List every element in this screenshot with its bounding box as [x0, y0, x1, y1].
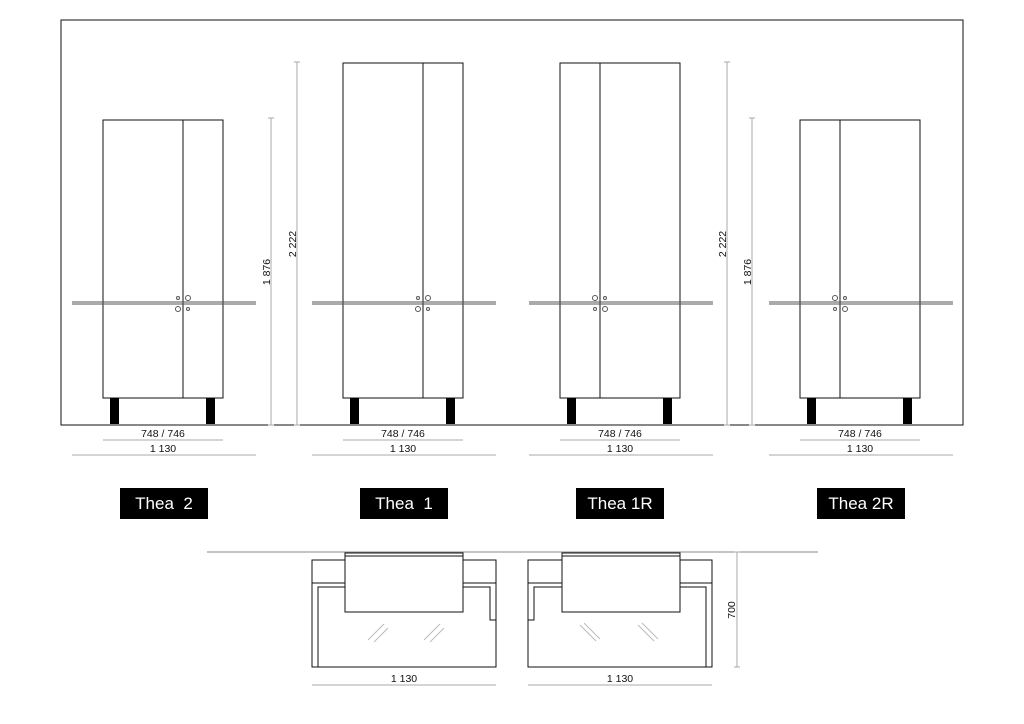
width-dimension-label: 748 / 746 [141, 428, 185, 440]
cabinet-name-label-thea-2: Thea 2 [120, 488, 208, 519]
overall-width-label: 1 130 [150, 443, 176, 455]
cabinet-thea-1r-elevation: 2 222 748 / 746 1 130 [529, 61, 730, 456]
cabinet-leg [663, 398, 672, 424]
height-dimension-label: 2 222 [287, 231, 299, 257]
plan-width-label: 1 130 [391, 673, 417, 685]
cabinet-leg [567, 398, 576, 424]
cabinet-leg [206, 398, 215, 424]
cabinet-name-label-thea-1: Thea 1 [360, 488, 448, 519]
cabinet-thea-2-elevation: 1 876 748 / 746 1 130 [72, 117, 274, 456]
cabinet-leg [350, 398, 359, 424]
plan-depth-label: 700 [726, 601, 738, 619]
cabinet-leg [110, 398, 119, 424]
cabinet-leg [446, 398, 455, 424]
plan-width-label: 1 130 [607, 673, 633, 685]
height-dimension-label: 1 876 [261, 259, 273, 285]
overall-width-label: 1 130 [847, 443, 873, 455]
cabinet-name-label-thea-1r: Thea 1R [576, 488, 664, 519]
plan-view-right: 1 130 [527, 552, 713, 686]
height-dimension-label: 1 876 [742, 259, 754, 285]
width-dimension-label: 748 / 746 [838, 428, 882, 440]
cabinet-name-label-thea-2r: Thea 2R [817, 488, 905, 519]
cabinet-thea-2r-elevation: 1 876 748 / 746 1 130 [742, 117, 953, 456]
cabinet-leg [903, 398, 912, 424]
height-dimension-label: 2 222 [717, 231, 729, 257]
cabinet-leg [807, 398, 816, 424]
plan-view-left: 1 130 [311, 552, 497, 686]
cabinet-thea-1-elevation: 2 222 748 / 746 1 130 [287, 61, 496, 456]
elevation-frame [60, 19, 964, 426]
width-dimension-label: 748 / 746 [381, 428, 425, 440]
width-dimension-label: 748 / 746 [598, 428, 642, 440]
overall-width-label: 1 130 [390, 443, 416, 455]
overall-width-label: 1 130 [607, 443, 633, 455]
